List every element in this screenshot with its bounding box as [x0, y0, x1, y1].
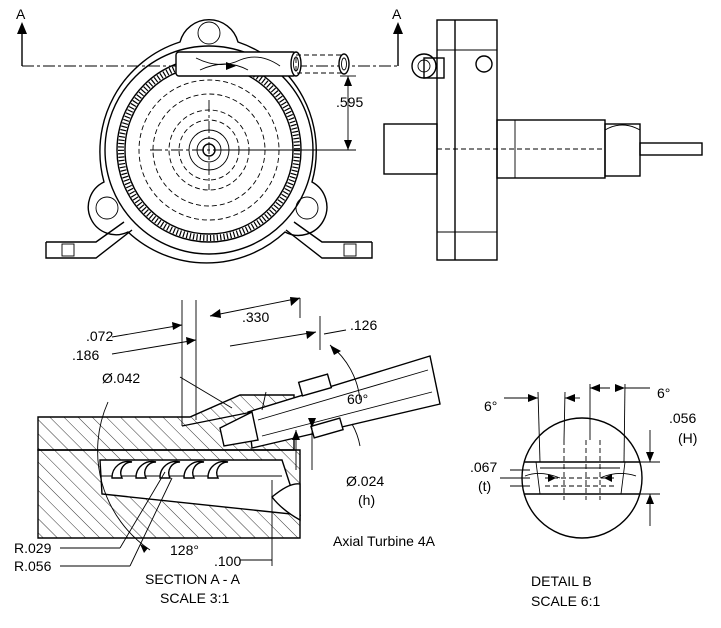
dim-126: .126 [350, 317, 377, 333]
dim-330: .330 [242, 309, 269, 325]
section-view-title: SECTION A - A [145, 571, 241, 587]
front-view: A A [16, 6, 403, 264]
detail-view-title: DETAIL B [531, 573, 592, 589]
detail-b: 6° 6° .056 (H) .067 (t) DETAIL B SCALE 6… [470, 383, 697, 609]
dim-dia024: Ø.024 [346, 473, 384, 489]
dim-067-note: (t) [478, 478, 491, 494]
left-boss [383, 123, 438, 175]
angled-nozzle-tube [181, 355, 441, 449]
turbine-blades [111, 460, 229, 479]
dim-6-deg-left: 6° [484, 398, 497, 414]
dim-100: .100 [214, 553, 241, 569]
nozzle-tube [175, 51, 350, 77]
dim-60-deg: 60° [347, 391, 368, 407]
dim-056: .056 [669, 410, 696, 426]
dim-128-deg: 128° [170, 542, 199, 558]
dim-r029: R.029 [14, 540, 52, 556]
dim-dia042: Ø.042 [102, 370, 140, 386]
top-lug-hole [197, 21, 221, 45]
dim-072: .072 [86, 328, 113, 344]
shaft [639, 142, 703, 156]
tube-end [411, 53, 437, 79]
section-a-a: .072 .186 .330 .126 Ø.042 60° Ø.024 (h) … [14, 297, 441, 606]
motor-cap [604, 123, 641, 177]
section-line-a-a: A A [16, 6, 403, 67]
left-lug-hole [95, 196, 119, 220]
dim-r056: R.056 [14, 558, 52, 574]
dim-595: .595 [215, 75, 363, 151]
side-hole [475, 55, 493, 73]
section-view-scale: SCALE 3:1 [160, 590, 229, 606]
side-view [383, 19, 703, 261]
dim-dia024-note: (h) [358, 492, 375, 508]
dim-067: .067 [470, 459, 497, 475]
housing-outline [87, 18, 328, 264]
mounting-feet [45, 221, 373, 259]
dim-186: .186 [72, 347, 99, 363]
section-marker-left: A [16, 6, 26, 22]
diagram-title: Axial Turbine 4A [333, 533, 436, 549]
dim-595-label: .595 [336, 94, 363, 110]
dim-056-note: (H) [678, 430, 697, 446]
section-marker-right: A [392, 6, 402, 22]
tube-fitting [423, 57, 445, 79]
housing-body [436, 19, 498, 261]
detail-view-scale: SCALE 6:1 [531, 593, 600, 609]
dim-6-deg-right: 6° [657, 385, 670, 401]
section-dimensions [60, 297, 361, 567]
